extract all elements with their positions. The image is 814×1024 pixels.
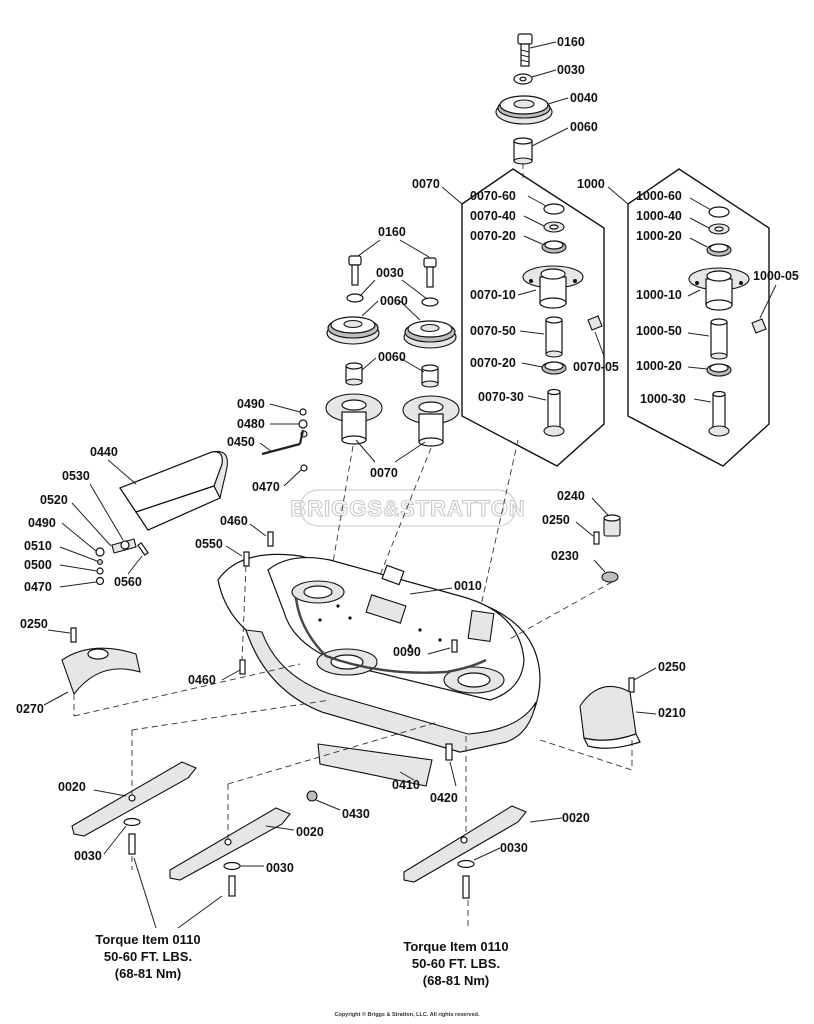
mower-deck-shell (217, 553, 541, 753)
bolt-head (517, 33, 533, 45)
callout-0060: 0060 (570, 120, 598, 134)
grease-fitting (587, 315, 603, 331)
callout-0430: 0430 (342, 807, 370, 821)
callout-0070-50: 0070-50 (470, 324, 516, 338)
pivot-rod-hardware (259, 403, 308, 487)
callout-1000-20-lower: 1000-20 (636, 359, 682, 373)
torque-note-spec: 50-60 FT. LBS. (104, 949, 192, 964)
deck-hardware (221, 523, 458, 681)
callout-0460-lower: 0460 (188, 673, 216, 687)
torque-note-left: Torque Item 0110 50-60 FT. LBS. (68-81 N… (95, 932, 200, 981)
callout-0520: 0520 (40, 493, 68, 507)
spindle-shaft (547, 391, 561, 431)
callout-1000-50: 1000-50 (636, 324, 682, 338)
torque-note-title: Torque Item 0110 (95, 932, 200, 947)
callout-0070-05: 0070-05 (573, 360, 619, 374)
callout-0070-20: 0070-20 (470, 229, 516, 243)
callout-0240: 0240 (557, 489, 585, 503)
copyright-notice: Copyright © Briggs & Stratton, LLC. All … (334, 1012, 480, 1018)
callout-1000: 1000 (577, 177, 605, 191)
callout-0070-30: 0070-30 (478, 390, 524, 404)
callout-0070-20-lower: 0070-20 (470, 356, 516, 370)
callout-0250: 0250 (542, 513, 570, 527)
torque-note-metric: (68-81 Nm) (423, 973, 489, 988)
callout-1000-40: 1000-40 (636, 209, 682, 223)
callout-0450: 0450 (227, 435, 255, 449)
torque-note-spec: 50-60 FT. LBS. (412, 956, 500, 971)
callout-0510: 0510 (24, 539, 52, 553)
callout-0500: 0500 (24, 558, 52, 572)
callout-0030: 0030 (557, 63, 585, 77)
callout-0210: 0210 (658, 706, 686, 720)
wash-port-fitting (507, 497, 621, 641)
nut (299, 408, 307, 416)
callout-0160: 0160 (557, 35, 585, 49)
top-pulley-stack (495, 33, 569, 178)
callout-0030-right-blade: 0030 (500, 841, 528, 855)
callout-0480: 0480 (237, 417, 265, 431)
callout-0250-right: 0250 (658, 660, 686, 674)
callout-1000-30: 1000-30 (640, 392, 686, 406)
middle-pulley-stacks (325, 239, 519, 651)
callout-0530: 0530 (62, 469, 90, 483)
callout-0490: 0490 (237, 397, 265, 411)
blades (71, 663, 633, 930)
callout-0070-spindles: 0070 (370, 466, 398, 480)
callout-0020-left: 0020 (58, 780, 86, 794)
callout-0070-10: 0070-10 (470, 288, 516, 302)
callout-0020-middle: 0020 (296, 825, 324, 839)
watermark-text: BRIGGS&STRATTON (290, 496, 525, 521)
callout-0550: 0550 (195, 537, 223, 551)
callout-0040: 0040 (570, 91, 598, 105)
callout-0490-left: 0490 (28, 516, 56, 530)
callout-0060-middle-spacer: 0060 (378, 350, 406, 364)
callout-0440: 0440 (90, 445, 118, 459)
spindle-spacer (545, 319, 563, 355)
callout-0010: 0010 (454, 579, 482, 593)
left-deflector (43, 627, 141, 716)
callout-0030-left: 0030 (74, 849, 102, 863)
callout-0070: 0070 (412, 177, 440, 191)
discharge-chute (579, 667, 657, 770)
spindle-kit-box-0070 (441, 168, 605, 467)
snap-ring (543, 203, 565, 215)
callout-1000-20: 1000-20 (636, 229, 682, 243)
callout-0030-middle-blade: 0030 (266, 861, 294, 875)
callout-0060-middle: 0060 (380, 294, 408, 308)
callout-0410: 0410 (392, 778, 420, 792)
belt-cover (107, 450, 228, 531)
callout-0470-left: 0470 (24, 580, 52, 594)
torque-note-right: Torque Item 0110 50-60 FT. LBS. (68-81 N… (403, 939, 508, 988)
callout-0070-60: 0070-60 (470, 189, 516, 203)
watermark: BRIGGS&STRATTON (290, 489, 525, 527)
callout-0460: 0460 (220, 514, 248, 528)
callout-0030-middle: 0030 (376, 266, 404, 280)
callout-0250-left: 0250 (20, 617, 48, 631)
callout-0020-right: 0020 (562, 811, 590, 825)
callout-0090: 0090 (393, 645, 421, 659)
torque-note-metric: (68-81 Nm) (115, 966, 181, 981)
callout-0470: 0470 (252, 480, 280, 494)
callout-1000-10: 1000-10 (636, 288, 682, 302)
spindle-kit-box-1000 (607, 168, 777, 467)
callout-0420: 0420 (430, 791, 458, 805)
torque-note-title: Torque Item 0110 (403, 939, 508, 954)
callout-0560: 0560 (114, 575, 142, 589)
callout-1000-60: 1000-60 (636, 189, 682, 203)
callout-0270: 0270 (16, 702, 44, 716)
callout-0070-40: 0070-40 (470, 209, 516, 223)
callout-1000-05: 1000-05 (753, 269, 799, 283)
callout-0160-middle: 0160 (378, 225, 406, 239)
idler-hardware-left (59, 483, 149, 588)
callout-0230: 0230 (551, 549, 579, 563)
